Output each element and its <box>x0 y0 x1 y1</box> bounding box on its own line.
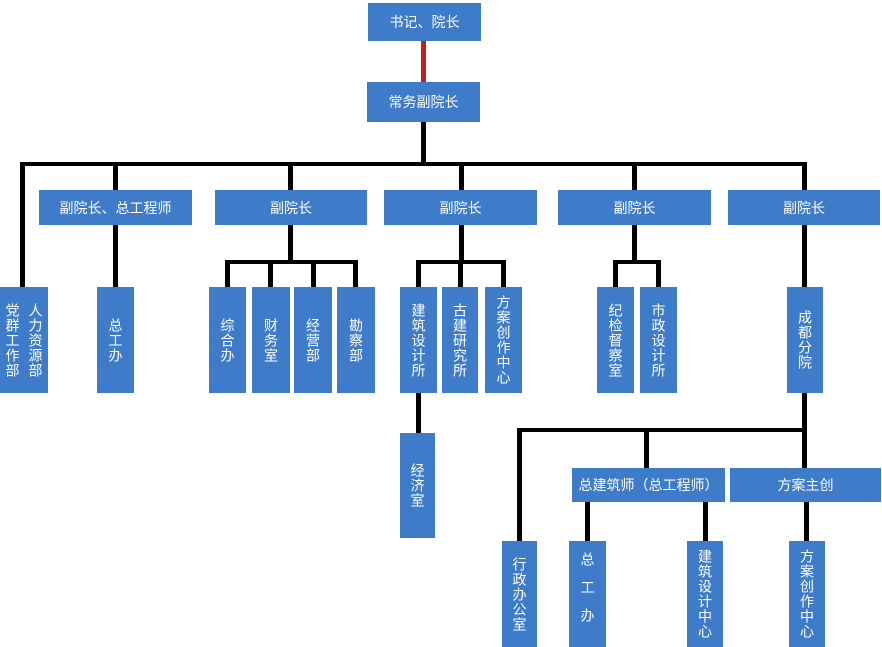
node-chief-engineer-office: 总工办 <box>97 287 134 393</box>
connector-main-horizontal <box>20 162 807 166</box>
connector-vp2-down <box>288 225 293 264</box>
connector-drop-vp3 <box>459 162 464 190</box>
connector-vp1-to-chief-office <box>113 225 118 287</box>
node-label: 副院长 <box>270 199 312 216</box>
connector-drop-cd-chief-office <box>585 502 590 541</box>
node-label: 副院长 <box>613 199 656 216</box>
connector-drop-survey-dept <box>353 260 358 287</box>
connector-drop-vp5 <box>802 162 807 190</box>
connector-drop-vp2 <box>288 162 293 190</box>
connector-drop-chief-architect <box>644 428 649 468</box>
connector-drop-municipal <box>656 260 661 287</box>
node-label: 经营部 <box>305 317 321 363</box>
node-label: 方案创作中心 <box>799 549 815 639</box>
connector-vp4-horizontal <box>613 260 661 264</box>
connector-vp5-to-chengdu <box>802 225 807 287</box>
node-label: 书记、院长 <box>389 14 460 30</box>
connector-root-to-exec-red <box>421 41 426 82</box>
node-vp3: 副院长 <box>384 190 537 225</box>
connector-drop-arch-center <box>703 502 708 541</box>
connector-drop-admin-office <box>517 428 522 541</box>
node-survey-dept: 勘察部 <box>337 287 375 393</box>
node-arch-design-institute: 建筑设计所 <box>400 287 437 393</box>
node-label: 财务室 <box>263 317 279 363</box>
node-label: 方案主创 <box>777 477 834 493</box>
node-label: 纪检督察室 <box>607 302 624 378</box>
node-executive-vice-dean: 常务副院长 <box>367 82 480 122</box>
node-label: 建筑设计中心 <box>697 549 713 639</box>
node-label: 古建研究所 <box>452 302 468 378</box>
node-label: 副院长 <box>783 199 825 216</box>
connector-drop-business-dept <box>311 260 316 287</box>
node-label: 勘察部 <box>348 317 364 363</box>
node-label: 行政办公室 <box>511 556 528 632</box>
connector-drop-vp4 <box>632 162 637 190</box>
node-vp5: 副院长 <box>728 190 880 225</box>
connector-vp4-down <box>632 225 637 264</box>
connector-drop-cd-scheme-center <box>804 502 809 541</box>
node-label: 副院长、总工程师 <box>59 199 172 216</box>
node-scheme-lead: 方案主创 <box>730 468 881 502</box>
node-municipal-design-institute: 市政设计所 <box>640 287 677 393</box>
node-label: 经济室 <box>409 463 426 508</box>
node-scheme-creation-center: 方案创作中心 <box>485 287 522 393</box>
connector-exec-down <box>421 122 426 166</box>
node-cd-admin-office: 行政办公室 <box>502 541 537 647</box>
node-ancient-arch-institute: 古建研究所 <box>442 287 478 393</box>
connector-arch-design-to-economy <box>416 393 421 433</box>
connector-drop-general-office <box>225 260 230 287</box>
node-business-dept: 经营部 <box>294 287 332 393</box>
node-party-mass-and-hr: 党群工作部 人力资源部 <box>0 287 48 393</box>
connector-chengdu-horizontal <box>517 428 807 432</box>
node-label-human-resources: 人力资源部 <box>27 302 44 378</box>
connector-drop-finance-office <box>268 260 273 287</box>
node-discipline-inspection-office: 纪检督察室 <box>597 287 634 393</box>
connector-vp2-horizontal <box>225 260 358 264</box>
node-chengdu-branch: 成都分院 <box>787 287 823 393</box>
connector-drop-party-hr <box>20 162 25 287</box>
node-cd-scheme-creation-center: 方案创作中心 <box>789 541 825 647</box>
connector-drop-vp1 <box>113 162 118 190</box>
node-chief-architect: 总建筑师（总工程师） <box>572 468 725 502</box>
connector-drop-discipline <box>613 260 618 287</box>
node-vp-chief-engineer: 副院长、总工程师 <box>39 190 192 225</box>
connector-drop-scheme-center <box>501 260 506 287</box>
node-label-party-mass: 党群工作部 <box>4 302 21 378</box>
node-label: 常务副院长 <box>388 94 459 110</box>
node-label: 成都分院 <box>797 310 813 370</box>
node-vp2: 副院长 <box>215 190 367 225</box>
node-vp4: 副院长 <box>558 190 711 225</box>
node-cd-arch-design-center: 建筑设计中心 <box>687 541 723 647</box>
node-label: 综合办 <box>219 317 236 363</box>
node-label: 副院长 <box>439 199 482 216</box>
node-label: 建筑设计所 <box>410 302 427 378</box>
connector-drop-arch-design <box>416 260 421 287</box>
node-label: 市政设计所 <box>650 302 667 378</box>
node-label: 总工办 <box>107 317 124 363</box>
connector-drop-ancient-arch <box>458 260 463 287</box>
connector-vp3-down <box>459 225 464 264</box>
node-cd-chief-engineer-office: 总工办 <box>569 541 606 647</box>
node-label: 总建筑师（总工程师） <box>578 477 719 493</box>
node-label: 总工办 <box>579 552 596 636</box>
node-general-office: 综合办 <box>209 287 246 393</box>
node-secretary-dean: 书记、院长 <box>368 3 481 41</box>
node-label: 方案创作中心 <box>495 295 512 385</box>
node-finance-office: 财务室 <box>252 287 290 393</box>
node-economy-office: 经济室 <box>400 433 435 538</box>
